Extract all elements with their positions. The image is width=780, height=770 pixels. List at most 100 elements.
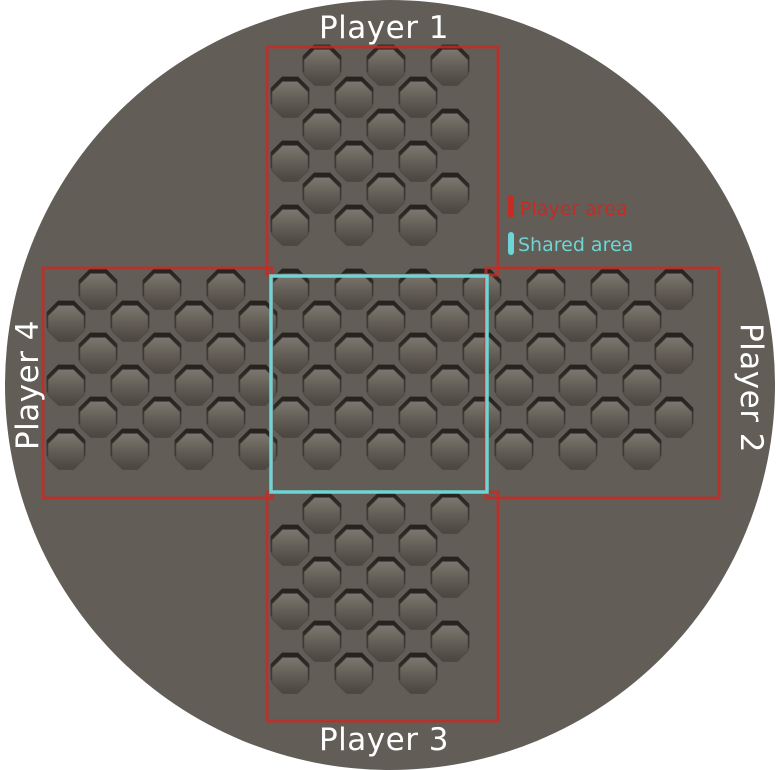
board-cell-6[interactable] [303, 113, 341, 150]
board-cell-29[interactable] [111, 305, 149, 342]
board-cell-46[interactable] [591, 337, 629, 374]
board-cell-82[interactable] [335, 529, 373, 566]
board-cell-62[interactable] [335, 401, 373, 438]
board-cell-52[interactable] [303, 369, 341, 406]
board-cell-30[interactable] [175, 305, 213, 342]
board-cell-24[interactable] [463, 273, 501, 310]
board-cell-32[interactable] [303, 305, 341, 342]
board-cell-13[interactable] [367, 177, 405, 214]
board-cell-75[interactable] [495, 433, 533, 470]
board-cell-2[interactable] [431, 49, 469, 86]
board-cell-22[interactable] [335, 273, 373, 310]
board-cell-77[interactable] [623, 433, 661, 470]
board-cell-84[interactable] [303, 561, 341, 598]
board-cell-74[interactable] [431, 433, 469, 470]
board-cell-80[interactable] [431, 497, 469, 534]
board-cell-5[interactable] [399, 81, 437, 118]
board-cell-10[interactable] [335, 145, 373, 182]
board-cell-78[interactable] [303, 497, 341, 534]
board-cell-49[interactable] [111, 369, 149, 406]
board-cell-88[interactable] [335, 593, 373, 630]
player-area-swatch [508, 195, 514, 218]
board-cell-16[interactable] [335, 209, 373, 246]
board-cell-44[interactable] [463, 337, 501, 374]
board-cell-34[interactable] [431, 305, 469, 342]
board-cell-36[interactable] [559, 305, 597, 342]
board-cell-70[interactable] [175, 433, 213, 470]
board-cell-67[interactable] [655, 401, 693, 438]
board-cell-63[interactable] [399, 401, 437, 438]
board-cell-66[interactable] [591, 401, 629, 438]
board-cell-94[interactable] [335, 657, 373, 694]
board-cell-61[interactable] [271, 401, 309, 438]
board-cell-33[interactable] [367, 305, 405, 342]
board-cell-43[interactable] [399, 337, 437, 374]
board-cell-65[interactable] [527, 401, 565, 438]
board-cell-7[interactable] [367, 113, 405, 150]
board-cell-95[interactable] [399, 657, 437, 694]
board-cell-11[interactable] [399, 145, 437, 182]
board-cell-93[interactable] [271, 657, 309, 694]
board-cell-23[interactable] [399, 273, 437, 310]
board-cell-91[interactable] [367, 625, 405, 662]
board-cell-1[interactable] [367, 49, 405, 86]
board-cell-90[interactable] [303, 625, 341, 662]
board-cell-73[interactable] [367, 433, 405, 470]
board-cell-79[interactable] [367, 497, 405, 534]
legend-player-area: Player area [520, 198, 628, 220]
board-cell-0[interactable] [303, 49, 341, 86]
board-cell-72[interactable] [303, 433, 341, 470]
board-cell-28[interactable] [47, 305, 85, 342]
board-cell-69[interactable] [111, 433, 149, 470]
board-cell-38[interactable] [79, 337, 117, 374]
board-cell-57[interactable] [623, 369, 661, 406]
board-cell-15[interactable] [271, 209, 309, 246]
board-cell-9[interactable] [271, 145, 309, 182]
player-3-label: Player 3 [319, 722, 449, 758]
board-cell-89[interactable] [399, 593, 437, 630]
board-cell-56[interactable] [559, 369, 597, 406]
board-cell-40[interactable] [207, 337, 245, 374]
board-cell-68[interactable] [47, 433, 85, 470]
board-cell-3[interactable] [271, 81, 309, 118]
board-cell-8[interactable] [431, 113, 469, 150]
board-cell-12[interactable] [303, 177, 341, 214]
board-cell-21[interactable] [271, 273, 309, 310]
board-cell-85[interactable] [367, 561, 405, 598]
board-cell-39[interactable] [143, 337, 181, 374]
board-cell-20[interactable] [207, 273, 245, 310]
board-cell-76[interactable] [559, 433, 597, 470]
board-cell-14[interactable] [431, 177, 469, 214]
board-cell-81[interactable] [271, 529, 309, 566]
board-cell-50[interactable] [175, 369, 213, 406]
board-cell-41[interactable] [271, 337, 309, 374]
board-cell-83[interactable] [399, 529, 437, 566]
board-cell-25[interactable] [527, 273, 565, 310]
legend: Player area Shared area [508, 195, 633, 256]
shared-area [269, 274, 489, 494]
board-cell-59[interactable] [143, 401, 181, 438]
board-cell-42[interactable] [335, 337, 373, 374]
board-cell-37[interactable] [623, 305, 661, 342]
board-cell-48[interactable] [47, 369, 85, 406]
board-cell-60[interactable] [207, 401, 245, 438]
board-cell-17[interactable] [399, 209, 437, 246]
board-cell-53[interactable] [367, 369, 405, 406]
board-cell-4[interactable] [335, 81, 373, 118]
board-cell-35[interactable] [495, 305, 533, 342]
board-cell-55[interactable] [495, 369, 533, 406]
board-cell-26[interactable] [591, 273, 629, 310]
board-cell-27[interactable] [655, 273, 693, 310]
board-cell-58[interactable] [79, 401, 117, 438]
board-cell-47[interactable] [655, 337, 693, 374]
board-cell-54[interactable] [431, 369, 469, 406]
shared-area-swatch [508, 232, 514, 255]
board-cell-18[interactable] [79, 273, 117, 310]
board-cell-87[interactable] [271, 593, 309, 630]
board-cell-45[interactable] [527, 337, 565, 374]
board-cell-86[interactable] [431, 561, 469, 598]
board-cell-19[interactable] [143, 273, 181, 310]
board-cell-64[interactable] [463, 401, 501, 438]
board-cell-92[interactable] [431, 625, 469, 662]
